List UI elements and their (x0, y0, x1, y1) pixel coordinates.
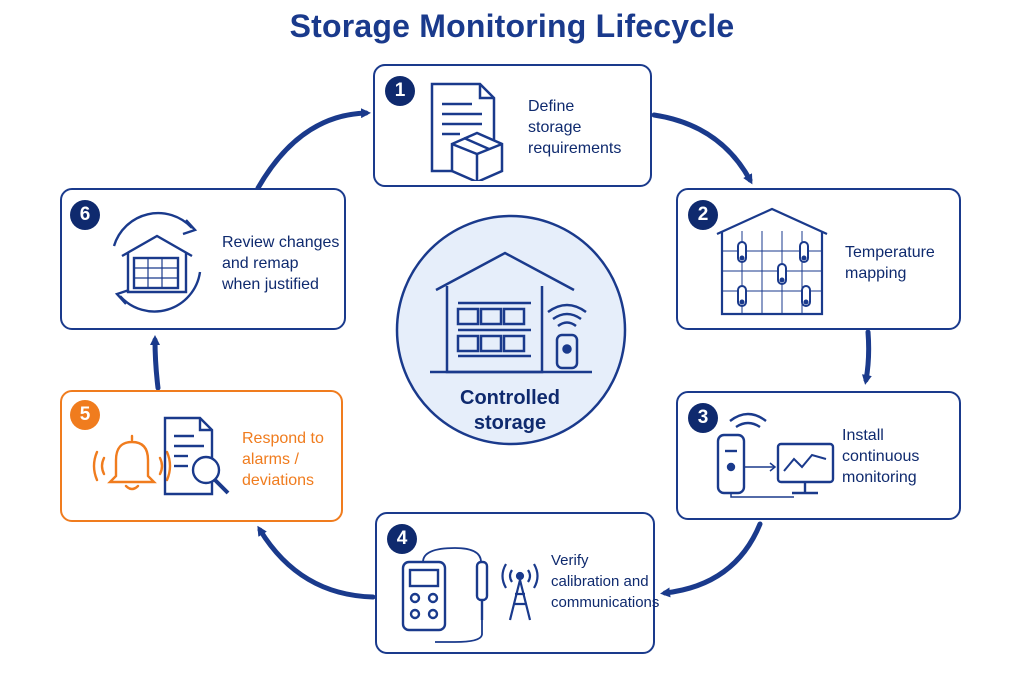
step-1-label: Define storage requirements (528, 98, 622, 157)
monitor-chart-icon (730, 442, 835, 498)
step-1-badge: 1 (385, 76, 415, 106)
arrow-4-to-5 (257, 525, 376, 600)
step-1-icon (430, 82, 504, 181)
document-magnifier-icon (163, 416, 230, 496)
step-6-badge: 6 (70, 200, 100, 230)
step-5-card: 5 Respond to alarms / deviations (60, 390, 343, 522)
step-5-badge: 5 (70, 400, 100, 430)
step-4-icon (401, 547, 539, 643)
step-3-card: 3 Install continuous monitoring (676, 391, 961, 520)
step-4-badge: 4 (387, 524, 417, 554)
box-icon (450, 131, 504, 181)
data-logger-icon (401, 547, 482, 632)
warehouse-refresh-icon (112, 211, 202, 313)
step-2-card: 2 Temperature mapping (676, 188, 961, 330)
step-5-label: Respond to alarms / deviations (242, 430, 324, 489)
step-4-label: Verify calibration and communications (551, 552, 660, 611)
warehouse-icon (430, 251, 592, 374)
step-2-badge: 2 (688, 200, 718, 230)
step-1-card: 1 Define storage requirements (373, 64, 652, 187)
antenna-tower-icon (501, 563, 539, 621)
arrow-3-to-4 (660, 521, 763, 598)
center-label: Controlled storage (460, 387, 560, 434)
step-4-card: 4 Verify calibration and communicati (375, 512, 659, 654)
arrow-2-to-3 (861, 329, 872, 385)
arrow-1-to-2 (651, 112, 753, 185)
document-icon (430, 82, 496, 173)
arrow-5-to-6 (150, 335, 161, 391)
page-title: Storage Monitoring Lifecycle (289, 8, 735, 44)
warehouse-thermometer-grid-icon (716, 207, 828, 316)
probe-icon (435, 560, 489, 643)
alarm-bell-icon (92, 434, 172, 491)
step-6-card: 6 Review changes and remap when justifie… (60, 188, 346, 330)
step-2-label: Temperature mapping (845, 244, 935, 282)
wireless-sensor-icon (547, 303, 587, 370)
arrow-6-to-1 (255, 108, 371, 191)
step-3-label: Install continuous monitoring (842, 427, 920, 486)
step-6-label: Review changes and remap when justified (222, 234, 340, 293)
step-3-icon (716, 412, 835, 498)
step-3-badge: 3 (688, 403, 718, 433)
wireless-sensor-icon (716, 412, 777, 495)
